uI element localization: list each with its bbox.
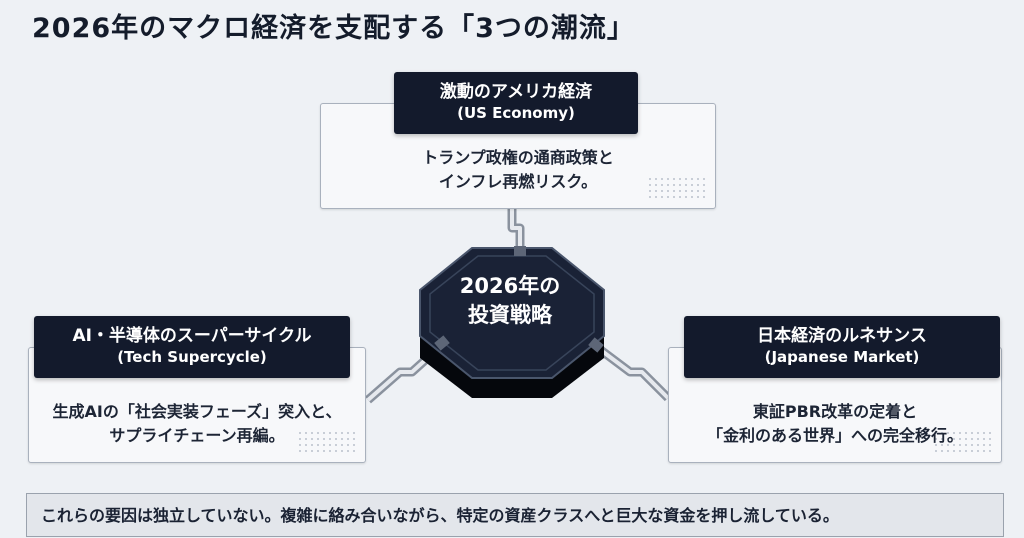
japanese-market-subtitle: (Japanese Market) [764, 348, 920, 366]
summary-footer: これらの要因は独立していない。複雑に絡み合いながら、特定の資産クラスへと巨大な資… [26, 493, 1004, 537]
tech-supercycle-title: AI・半導体のスーパーサイクル [72, 326, 312, 346]
japanese-market-text-1: 東証PBR改革の定着と [752, 402, 918, 421]
us-economy-title: 激動のアメリカ経済 [439, 82, 593, 102]
hub-octagon [419, 246, 605, 398]
dot-pattern [933, 430, 993, 456]
tech-supercycle-text-1: 生成AIの「社会実装フェーズ」突入と、 [52, 402, 342, 421]
japanese-market-text-2: 「金利のある世界」への完全移行。 [706, 426, 963, 445]
us-economy-label: 激動のアメリカ経済 (US Economy) [394, 72, 638, 134]
tech-supercycle-text-2: サプライチェーン再編。 [109, 426, 285, 445]
connector-japan [595, 344, 672, 402]
us-economy-subtitle: (US Economy) [457, 104, 575, 122]
hub-label: 2026年の 投資戦略 [430, 272, 590, 330]
japanese-market-label: 日本経済のルネサンス (Japanese Market) [684, 316, 1000, 378]
japanese-market-title: 日本経済のルネサンス [757, 326, 927, 346]
hub-line-1: 2026年の [459, 274, 561, 298]
tech-supercycle-label: AI・半導体のスーパーサイクル (Tech Supercycle) [34, 316, 350, 378]
tech-supercycle-subtitle: (Tech Supercycle) [117, 348, 267, 366]
hub-line-2: 投資戦略 [468, 303, 552, 327]
dot-pattern [647, 176, 707, 202]
us-economy-text-2: インフレ再燃リスク。 [438, 172, 598, 191]
page-title: 2026年のマクロ経済を支配する「3つの潮流」 [32, 13, 635, 44]
connector-us [507, 208, 525, 258]
us-economy-text-1: トランプ政権の通商政策と [422, 148, 614, 167]
dot-pattern [297, 430, 357, 456]
